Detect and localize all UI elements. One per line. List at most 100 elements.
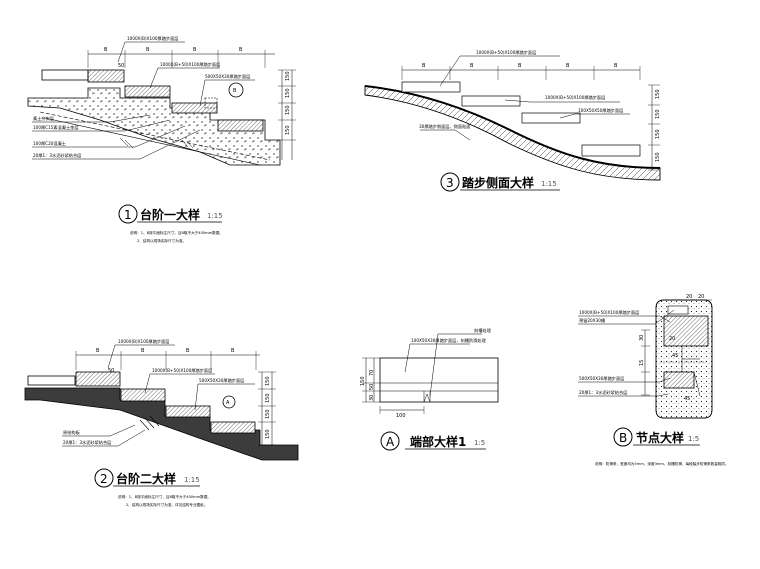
detail-1-text: B B B B 1000X(B)X100厚踏步面层 1000X(B+50)X10… [33,35,291,159]
callout: 刻槽处理 [474,327,492,334]
detail-b-title-block: B 节点大样 1:5 说明：防滑条，宽度均为5mm，深度3mm，刻槽防滑，每段踏… [595,427,729,466]
dim-b: B [422,63,426,69]
dim-50: 50 [369,384,375,390]
dim-b: B [186,348,190,354]
detail-2-text: B B B B 1000X(B)X100厚踏步面层 1000X(B+50)X10… [63,338,271,446]
dim-150: 150 [655,152,661,162]
dim-150: 150 [265,376,271,386]
layer-label: 30厚踏步侧面层，侧面贴面 [419,123,470,130]
dim-b: B [566,63,570,69]
callout: 1000X(B+50)X100厚踏步面层 [476,49,536,56]
dim-100: 100 [396,413,406,419]
dim-150: 150 [285,88,291,98]
detail-3-drawing [364,55,661,181]
detail-1-marker: 1 [124,208,132,222]
detail-3-marker: 3 [446,176,454,190]
dim-20: 20 [686,294,692,300]
tread-1 [75,371,121,387]
detail-b-text: 1000X(B+50)X100厚踏步面层 预留20X30槽 500X50X30厚… [579,294,704,402]
layer-label: 20厚1：3水泥砂浆结合层 [63,439,111,446]
detail-2-note: 说明：1、B按平面标注尺寸，且B取不大于400mm数据。 [118,494,211,499]
dim-150: 150 [285,125,291,135]
dim-150: 150 [655,89,661,99]
landing-slab [27,375,76,386]
dim-30: 30 [369,395,375,401]
detail-1-concrete-body [27,87,281,166]
upper-tread [663,315,709,347]
dim-b: B [239,47,243,53]
dim-150: 150 [655,109,661,119]
dim-b: B [518,63,522,69]
dim-b: B [231,348,235,354]
dim-150: 150 [265,409,271,419]
detail-2-title: 台阶二大样 [116,471,176,486]
detail-2-drawing [24,344,299,461]
callout: 1000X(B+50)X100厚踏步面层 [160,61,220,68]
dim-50: 50 [118,63,124,69]
detail-b-note: 说明：防滑条，宽度均为5mm，深度3mm，刻槽防滑，每段踏步防滑条数量相同。 [595,461,729,466]
dim-b: B [104,47,108,53]
detail-a-title: 端部大样1 [410,434,466,449]
dim-30: 30 [639,335,645,341]
callout: 100X50X50厚踏步面层 [578,107,623,114]
detail-a-text: 100X50X30厚踏步面层，刻槽防滑处理 刻槽处理 150 70 50 30 … [360,327,492,419]
dim-20: 20 [669,336,675,342]
detail-a-title-block: A 端部大样1 1:5 [380,431,486,451]
detail-1-title: 台阶一大样 [140,207,200,222]
callout: 1000X(B)X100厚踏步面层 [127,35,178,42]
detail-3-title-block: 3 踏步侧面大样 1:15 [440,172,560,192]
callout: 1000X(B+50)X100厚踏步面层 [152,367,212,374]
detail-1-note: 说明：1、B按平面标注尺寸，且B取不大于400mm数据。 [130,230,223,235]
detail-b-scale: 1:5 [688,435,699,443]
detail-2-scale: 1:15 [184,476,200,484]
layer-label: 原结构板 [63,429,81,436]
dim-b: B [146,47,150,53]
layer-label: 100厚C15素混凝土垫层 [33,124,79,131]
callout: 100X50X30厚踏步面层，刻槽防滑处理 [411,337,486,344]
tread-4 [217,119,264,132]
dim-150: 150 [655,129,661,139]
dim-b: B [614,63,618,69]
dim-150: 150 [285,105,291,115]
landing-slab [41,69,89,81]
dim-150: 150 [285,71,291,81]
detail-3-text: B B B B B 1000X(B+50)X100厚踏步面层 1000X(B+5… [419,49,661,162]
ref-letter: B [233,88,237,94]
tread-2 [120,388,166,402]
dim-150: 150 [265,393,271,403]
callout: 1000X(B)X100厚踏步面层 [118,338,169,345]
detail-2-marker: 2 [100,472,108,486]
detail-a-drawing [362,333,499,414]
dim-150: 150 [360,376,366,386]
detail-1-ref-circle [228,82,244,98]
detail-1-scale: 1:15 [207,212,223,220]
detail-a-scale: 1:5 [474,439,485,447]
dim-b: B [141,348,145,354]
detail-1-drawing [27,41,296,166]
dim-b: B [96,348,100,354]
detail-2-title-block: 2 台阶二大样 1:15 说明：1、B按平面标注尺寸，且B取不大于400mm数据… [94,468,211,507]
detail-2-note: 2、结构以现场实际尺寸为准，详见结构专业图纸。 [126,502,207,507]
callout: 20厚1：3水泥砂浆结合层 [579,389,627,396]
dim-20: 20 [698,294,704,300]
callout: 500X50X30厚踏步面层 [579,375,624,382]
layer-label: 100厚C20混凝土 [33,140,66,147]
callout: 500X50X30厚踏步面层 [199,377,244,384]
detail-a-marker: A [386,435,395,449]
dim-50: 50 [108,368,114,374]
detail-3-scale: 1:15 [541,180,557,188]
tread-2 [124,85,171,98]
callout: 1000X(B+50)X100厚踏步面层 [545,94,605,101]
dim-b: B [193,47,197,53]
detail-2-ref-circle [222,395,236,409]
detail-1-note: 2、结构以现场实际尺寸为准。 [137,238,186,243]
layer-label: 20厚1：3水泥砂浆结合层 [33,152,81,159]
tread-4 [210,421,256,434]
detail-b-drawing [578,299,713,419]
dim-b: B [470,63,474,69]
ref-letter: A [226,400,230,406]
callout: 预留20X30槽 [579,317,606,324]
dim-150: 150 [265,429,271,439]
lower-tread [663,371,695,389]
